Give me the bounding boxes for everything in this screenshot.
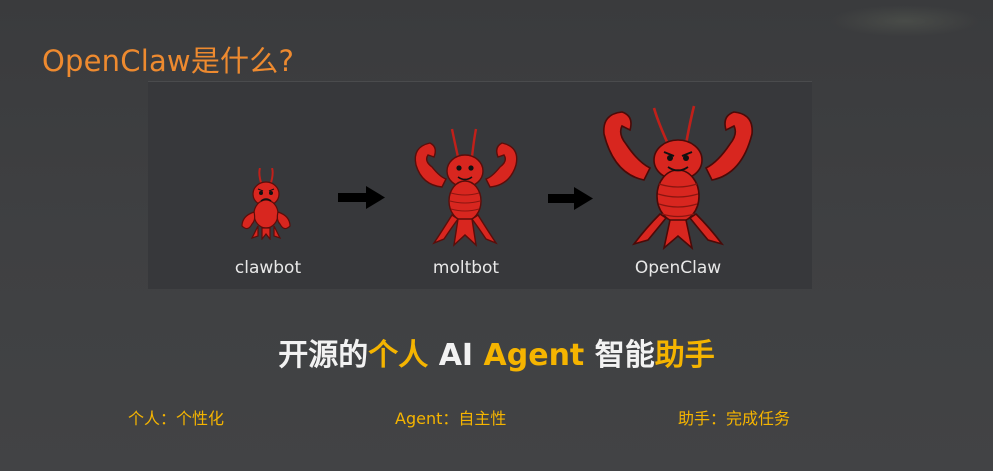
stage-label-clawbot: clawbot xyxy=(234,258,302,278)
tagline-highlight-personal: 个人 xyxy=(368,338,429,373)
tagline-part: 智能 xyxy=(584,338,655,373)
tagline-highlight-agent: Agent xyxy=(483,338,585,373)
point-assistant: 助手：完成任务 xyxy=(678,409,791,428)
large-flexing-lobster-icon xyxy=(603,105,753,250)
point-personal: 个人：个性化 xyxy=(128,409,225,428)
tagline-part: 开源的 xyxy=(278,338,369,373)
evolution-image-panel: clawbot moltbot OpenClaw xyxy=(148,81,812,289)
slide-title: OpenClaw是什么? xyxy=(42,44,295,78)
stage-label-moltbot: moltbot xyxy=(432,258,500,278)
tagline: 开源的个人 AI Agent 智能助手 xyxy=(0,330,993,374)
small-sad-lobster-icon xyxy=(241,168,291,240)
point-agent: Agent：自主性 xyxy=(395,409,507,428)
tagline-part: AI xyxy=(428,338,484,373)
right-arrow-icon xyxy=(548,187,593,210)
medium-smiling-lobster-icon xyxy=(414,128,518,247)
stage-label-openclaw: OpenClaw xyxy=(634,258,722,278)
background-blur-decoration xyxy=(830,5,980,37)
tagline-highlight-assistant: 助手 xyxy=(654,338,715,373)
right-arrow-icon xyxy=(338,186,385,209)
